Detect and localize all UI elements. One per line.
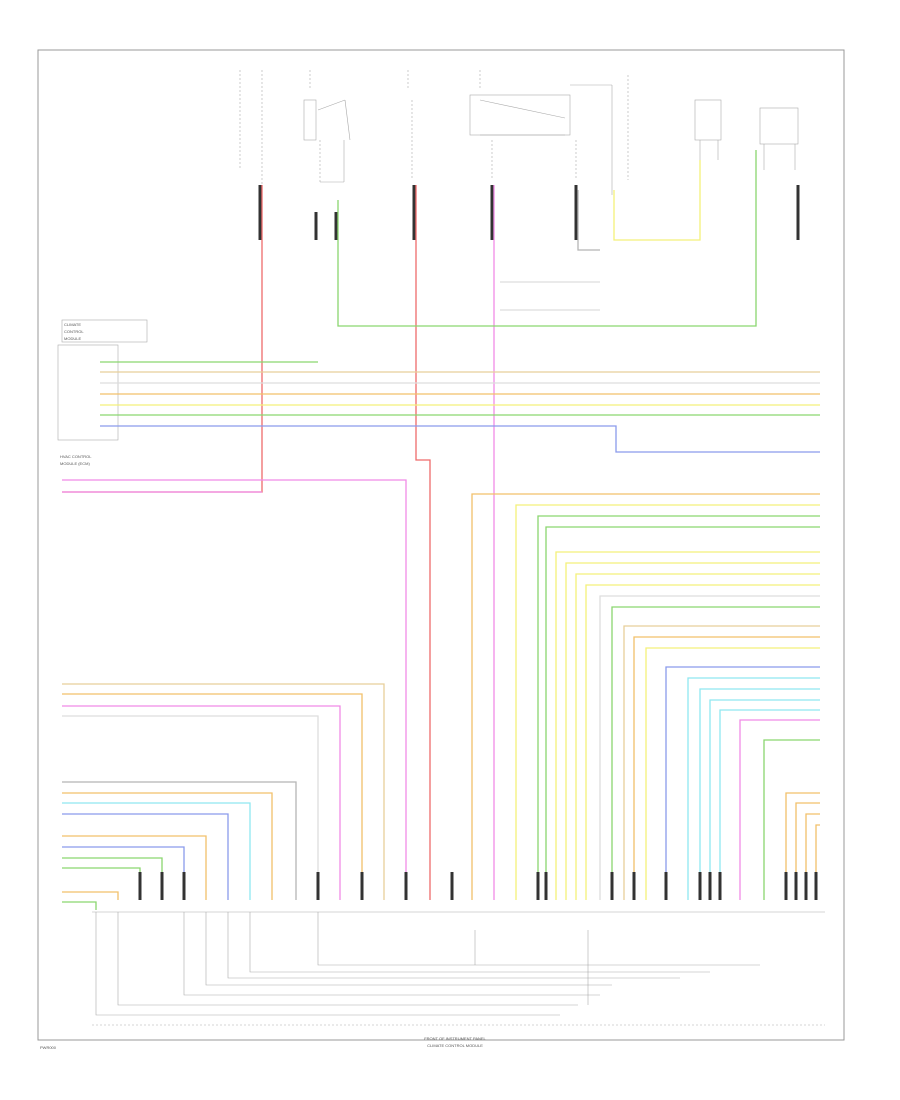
- ground-returns: [92, 912, 825, 1026]
- left-connector-title-3: MODULE: [64, 336, 81, 341]
- left-connector-caption-2: MODULE (ECM): [60, 461, 90, 466]
- bus-wires: [100, 361, 820, 453]
- top-components: [57, 70, 800, 441]
- page-code: PWR000: [40, 1045, 57, 1050]
- diagram-frame: [37, 49, 845, 1041]
- top-wires: [62, 150, 757, 900]
- left-connector-title-2: CONTROL: [64, 329, 84, 334]
- left-wires: [62, 479, 407, 910]
- right-wires: [471, 493, 820, 900]
- module-name-line-1: FRONT OF INSTRUMENT PANEL: [424, 1036, 486, 1041]
- bottom-connector: [92, 872, 825, 913]
- module-name-line-2: CLIMATE CONTROL MODULE: [427, 1043, 483, 1048]
- left-connector-title-1: CLIMATE: [64, 322, 81, 327]
- left-connector-caption-1: HVAC CONTROL: [60, 454, 92, 459]
